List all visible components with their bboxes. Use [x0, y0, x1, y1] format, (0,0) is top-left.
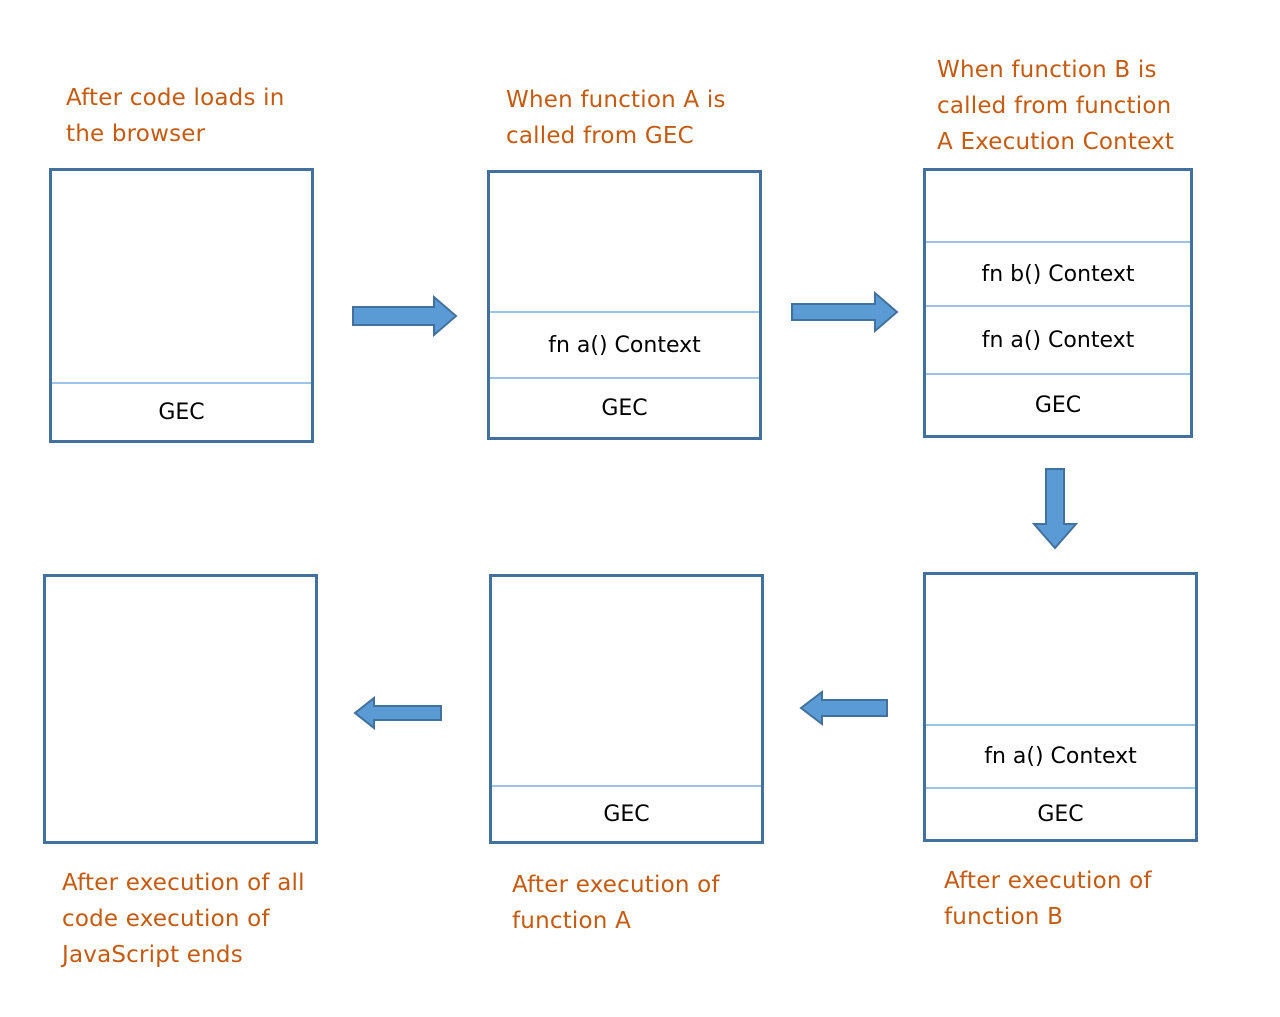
gec-frame: GEC [492, 785, 761, 841]
gec-frame: GEC [926, 373, 1190, 435]
arrow-right-icon [791, 290, 899, 334]
gec-frame: GEC [52, 382, 311, 440]
fn-a-context-frame: fn a() Context [926, 724, 1195, 787]
step-4-call-stack: fn a() Context GEC [923, 572, 1198, 842]
step-2-call-stack: fn a() Context GEC [487, 170, 762, 440]
step-4-caption: After execution of function B [944, 868, 1152, 930]
fn-a-context-frame: fn a() Context [926, 305, 1190, 373]
fn-a-context-frame: fn a() Context [490, 311, 759, 377]
step-5-caption: After execution of function A [512, 872, 720, 934]
gec-frame: GEC [490, 377, 759, 437]
step-5-call-stack: GEC [489, 574, 764, 844]
step-1-call-stack: GEC [49, 168, 314, 443]
step-6-caption: After execution of all code execution of… [62, 870, 305, 968]
step-3-call-stack: fn b() Context fn a() Context GEC [923, 168, 1193, 438]
fn-b-context-frame: fn b() Context [926, 241, 1190, 305]
arrow-down-icon [1031, 468, 1079, 550]
gec-frame: GEC [926, 787, 1195, 839]
step-2-caption: When function A is called from GEC [506, 87, 726, 149]
arrow-left-icon [353, 695, 442, 731]
arrow-right-icon [352, 294, 458, 338]
step-1-caption: After code loads in the browser [66, 85, 285, 147]
arrow-left-icon [799, 689, 888, 727]
step-6-call-stack-empty [43, 574, 318, 844]
step-3-caption: When function B is called from function … [937, 57, 1175, 155]
